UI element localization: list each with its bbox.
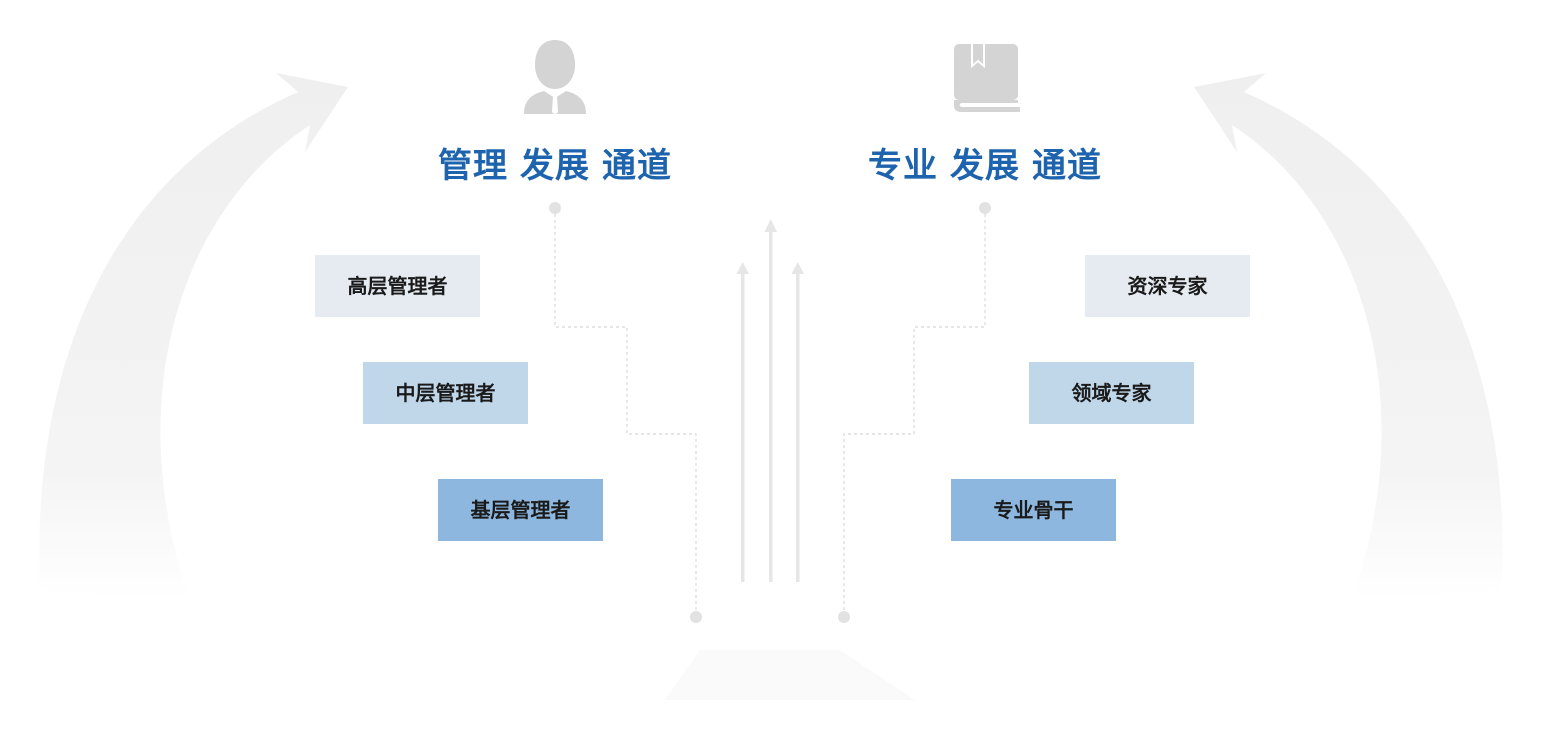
professional-level-senior: 资深专家 [1085,255,1250,317]
right-cycle-arrow [1194,73,1503,600]
management-level-senior: 高层管理者 [315,255,480,317]
professional-track-title: 专业发展通道 [868,142,1102,190]
professional-connector-top-dot [979,202,991,214]
management-level-middle: 中层管理者 [363,362,528,424]
management-connector-bottom-dot [690,611,702,623]
professional-level-core: 专业骨干 [951,479,1116,541]
left-cycle-arrow [39,73,348,600]
book-icon [954,44,1020,112]
bottom-fade [665,650,915,700]
professional-title-word-2: 发展 [950,146,1020,186]
person-icon [524,40,586,115]
management-connector [554,208,697,617]
management-connector-top-dot [549,202,561,214]
professional-title-word-3: 通道 [1032,146,1102,186]
professional-connector [843,208,986,617]
management-level-base: 基层管理者 [438,479,603,541]
management-title-word-1: 管理 [438,146,508,186]
professional-connector-bottom-dot [838,611,850,623]
management-title-word-3: 通道 [602,146,672,186]
management-track-title: 管理发展通道 [438,142,672,190]
professional-level-domain: 领域专家 [1029,362,1194,424]
management-title-word-2: 发展 [520,146,590,186]
professional-title-word-1: 专业 [868,146,938,186]
growth-arrows [736,219,804,582]
